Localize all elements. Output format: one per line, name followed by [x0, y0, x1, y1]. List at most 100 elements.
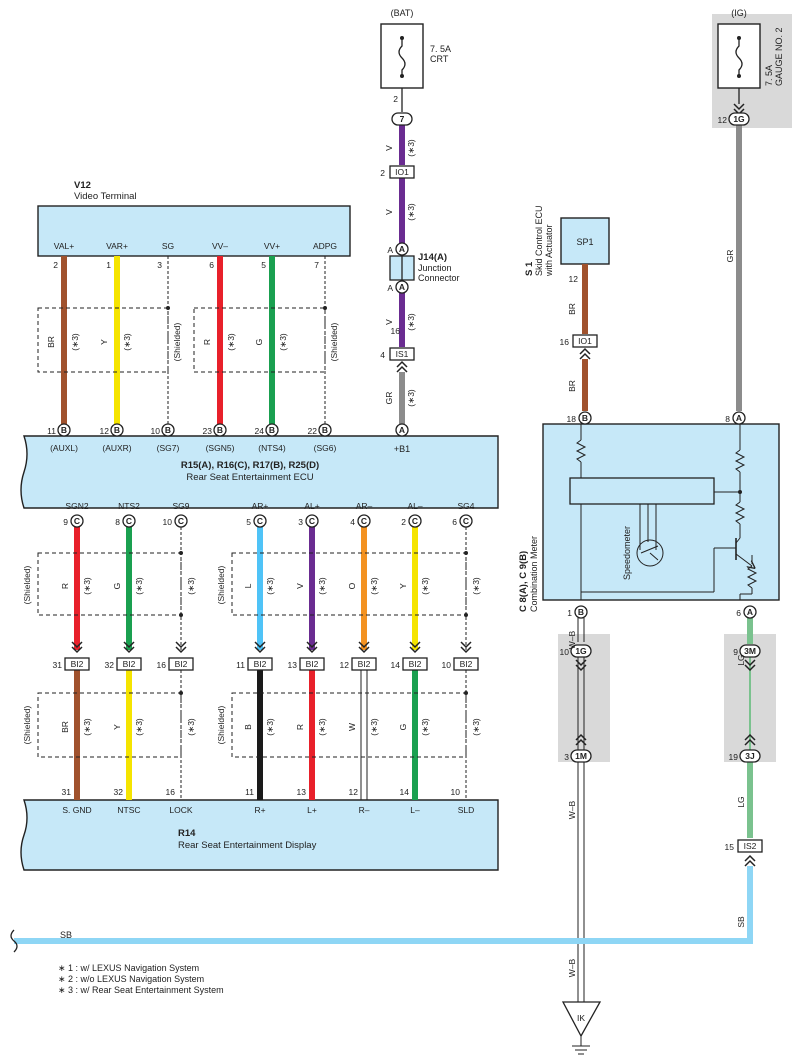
meter-ig-conn	[732, 411, 746, 425]
meter-ig-pin: 8	[725, 414, 730, 424]
bi2-chevron-5	[358, 641, 370, 654]
bi2-pin-0: 31	[53, 660, 63, 670]
bi2-pin-2: 16	[157, 660, 167, 670]
ecu-bottom-conn-1	[122, 514, 136, 528]
mid-wire-label-4: V	[295, 583, 305, 589]
ecu-bottom-conn-6-letter: C	[412, 516, 418, 526]
ecu-top-label-5: (SG6)	[314, 443, 337, 453]
skid-name-1: Skid Control ECU	[534, 205, 544, 276]
gnd-conn-1g	[570, 644, 592, 658]
ecu-top-pin-conn-4	[265, 423, 279, 437]
note-1: ∗ 1 : w/ LEXUS Navigation System	[58, 963, 199, 973]
shield-node	[464, 613, 468, 617]
mid-wire-label-0: R	[60, 583, 70, 589]
bi2-conn-2-text: BI2	[175, 659, 188, 669]
v12-wire-label-4: G	[254, 339, 264, 346]
bi2-chevron-3	[254, 641, 266, 654]
r14-term-3: R+	[254, 805, 265, 815]
v12-top-pin-3: 6	[209, 260, 214, 270]
low-note-4: (∗3)	[317, 718, 327, 736]
ecu-bottom-conn-0-letter: C	[74, 516, 80, 526]
ecu-top-label-4: (NTS4)	[258, 443, 286, 453]
is1-conn	[389, 347, 415, 361]
gnd-conn-1m-pin: 3	[564, 752, 569, 762]
is2-conn-text: IS2	[744, 841, 757, 851]
bi2-pin-6: 14	[391, 660, 401, 670]
fuse-icon	[735, 38, 743, 76]
transistor-icon	[714, 537, 752, 566]
gnd-wire-label-2: W–B	[567, 800, 577, 819]
ecu-bottom-conn-3-letter: C	[257, 516, 263, 526]
ecu-bottom-term-4: AL+	[304, 501, 319, 511]
v12-term-0: VAL+	[54, 241, 74, 251]
bi2-conn-3-text: BI2	[254, 659, 267, 669]
v12-shield-left	[37, 307, 169, 373]
ecu-top-pin-conn-1-letter: B	[114, 425, 120, 435]
skid-wire-label-2: BR	[567, 380, 577, 392]
sb-wire-label-vertical: SB	[736, 916, 746, 928]
r14-pin-2: 16	[166, 787, 176, 797]
meter-right-pin: 6	[736, 608, 741, 618]
ecu-bottom-pin-5: 4	[350, 517, 355, 527]
j14-bottom-conn	[395, 280, 409, 294]
ecu-bottom-conn-5	[357, 514, 371, 528]
io1-conn	[389, 165, 415, 179]
r14-pin-6: 14	[400, 787, 410, 797]
bi2-conn-7-text: BI2	[460, 659, 473, 669]
bi2-conn-3	[247, 657, 273, 671]
skid-chevron	[579, 347, 591, 360]
r14-pin-3: 11	[245, 787, 254, 797]
ecu-bottom-term-2: SG9	[172, 501, 189, 511]
low-note-1: (∗3)	[134, 718, 144, 736]
bi2-conn-5	[351, 657, 377, 671]
meter-left-conn-letter: B	[578, 607, 584, 617]
ecu-bottom-term-1: NTS2	[118, 501, 140, 511]
lg-conn-3j	[739, 749, 761, 763]
ecu-title: R15(A), R16(C), R17(B), R25(D)	[181, 460, 319, 471]
ecu-bottom-conn-7	[459, 514, 473, 528]
gnd-chevron-2	[575, 733, 587, 746]
mid-wire-label-3: L	[243, 583, 253, 588]
resistor-icon	[734, 449, 746, 473]
ig-conn-1g-text: 1G	[733, 114, 745, 124]
ecu-bottom-term-6: AL–	[407, 501, 422, 511]
lg-conn-3j-pin: 19	[729, 752, 739, 762]
ecu-top-pin-conn-2	[161, 423, 175, 437]
bi2-conn-0-text: BI2	[71, 659, 84, 669]
r14-name: Rear Seat Entertainment Display	[178, 840, 317, 851]
skid-io1-conn-text: IO1	[578, 336, 592, 346]
ecu-b1-label: +B1	[394, 444, 410, 454]
mid-note-7: (∗3)	[471, 577, 481, 595]
v12-shielded-right: (Shielded)	[329, 322, 339, 361]
r14-term-5: R–	[359, 805, 370, 815]
meter-left-pin: 1	[567, 608, 572, 618]
mid-note-1: (∗3)	[134, 577, 144, 595]
dynamic-labels: VAL+211(AUXL)VAR+112(AUXR)SG310(SG7)VV–6…	[22, 139, 746, 1023]
low-wire-label-4: R	[295, 724, 305, 730]
bi2-conn-6	[402, 657, 428, 671]
bat-wire-label-4: GR	[384, 392, 394, 405]
ecu-bottom-pin-3: 5	[246, 517, 251, 527]
ecu-bottom-pin-4: 3	[298, 517, 303, 527]
skid-terminal: SP1	[576, 237, 593, 247]
wires	[14, 88, 753, 1002]
bi2-conn-0	[64, 657, 90, 671]
meter-skid-conn	[578, 411, 592, 425]
bi2-pin-4: 13	[288, 660, 298, 670]
ecu-top-label-3: (SGN5)	[206, 443, 235, 453]
v12-term-1: VAR+	[106, 241, 128, 251]
mid-wire-label-5: O	[347, 582, 357, 589]
mid-note-6: (∗3)	[420, 577, 430, 595]
ecu-bottom-conn-7-letter: C	[463, 516, 469, 526]
shield-node	[179, 613, 183, 617]
meter-internals	[569, 424, 758, 600]
v12-shielded-left: (Shielded)	[172, 322, 182, 361]
ecu-top-pin-0: 11	[47, 426, 56, 436]
ecu-top-label-0: (AUXL)	[50, 443, 78, 453]
lg-wire-label-1: LG	[736, 654, 746, 665]
gnd-wire-label-1: W–B	[567, 630, 577, 649]
bat-note-1: (∗3)	[406, 139, 416, 157]
is2-chevron	[744, 854, 756, 867]
mid-shielded-right: (Shielded)	[216, 565, 226, 604]
ig-conn-1g	[728, 112, 750, 126]
